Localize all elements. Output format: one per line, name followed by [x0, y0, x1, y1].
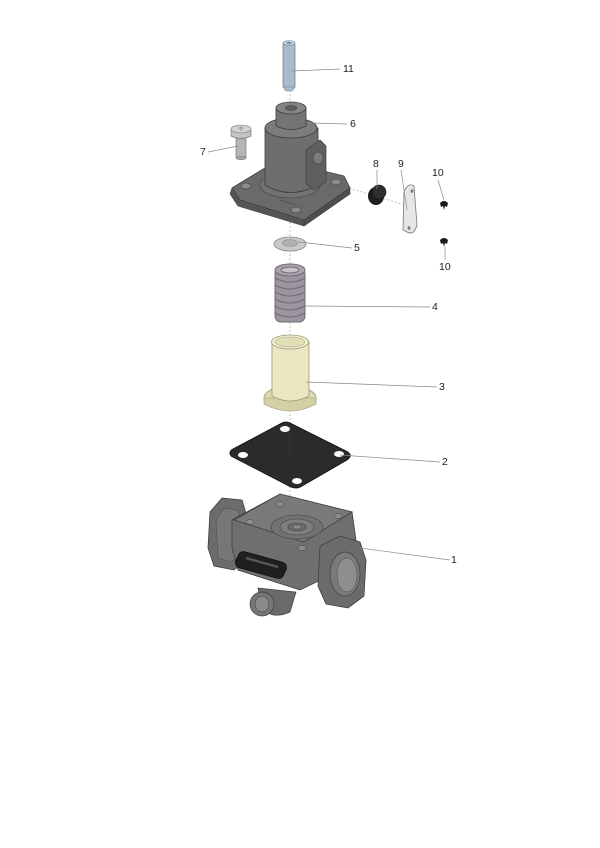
part-3-sleeve[interactable]: [263, 334, 317, 412]
nameplate: [235, 551, 287, 579]
callout-8: 8: [373, 158, 379, 170]
callout-11: 11: [343, 63, 354, 75]
leader-lines: [207, 68, 451, 561]
callout-3: 3: [439, 381, 445, 393]
part-5-washer[interactable]: [273, 236, 307, 252]
callout-5: 5: [354, 242, 360, 254]
part-1-valve-body[interactable]: [207, 493, 367, 617]
callout-6: 6: [350, 118, 356, 130]
part-8-plug[interactable]: [368, 184, 387, 205]
part-9-cover-plate[interactable]: [402, 184, 418, 234]
part-4-spring[interactable]: [274, 263, 306, 323]
plug-axis: [321, 179, 406, 206]
callout-1: 1: [451, 554, 457, 566]
callout-10a: 10: [432, 167, 444, 179]
part-6-cover-housing[interactable]: [229, 101, 351, 227]
callout-2: 2: [442, 456, 448, 468]
part-11-pin[interactable]: [282, 40, 296, 92]
callout-4: 4: [432, 301, 438, 313]
part-2-gasket[interactable]: [229, 421, 351, 489]
part-10b-small-screw[interactable]: [440, 238, 448, 247]
part-7-screw[interactable]: [230, 124, 252, 161]
callout-7: 7: [200, 146, 206, 158]
part-10a-small-screw[interactable]: [440, 201, 448, 210]
callout-9: 9: [398, 158, 404, 170]
callout-10b: 10: [439, 261, 451, 273]
